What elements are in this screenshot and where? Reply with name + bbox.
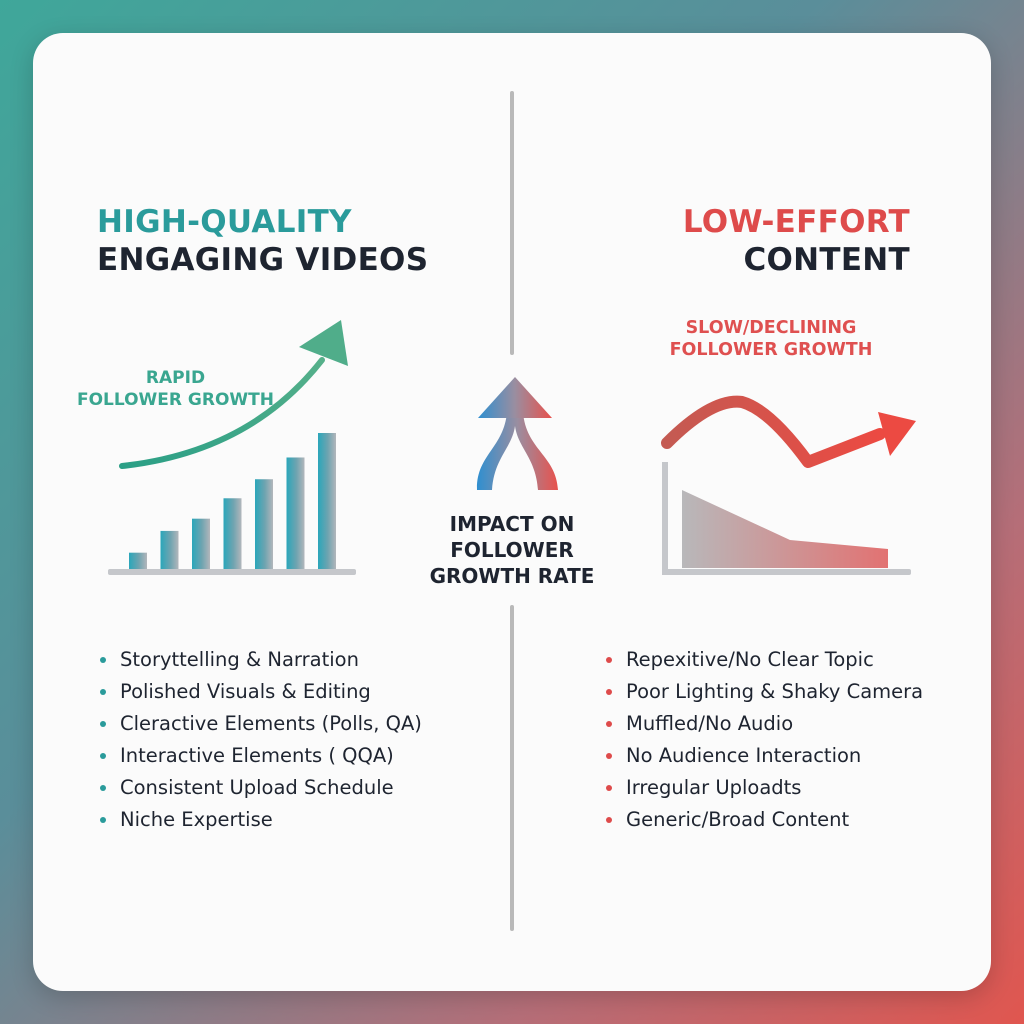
- list-item: Repexitive/No Clear Topic: [604, 644, 923, 676]
- declining-area-chart: [662, 462, 911, 575]
- growth-bar: [160, 530, 179, 569]
- low-effort-list: Repexitive/No Clear Topic Poor Lighting …: [604, 644, 923, 836]
- bullet-icon: [606, 689, 612, 695]
- list-item-text: Cleractive Elements (Polls, QA): [120, 712, 422, 735]
- growth-bar-chart: [129, 433, 336, 569]
- bar-chart-baseline: [108, 569, 356, 575]
- growth-bar: [255, 479, 273, 569]
- growth-bar: [129, 552, 147, 569]
- bullet-icon: [100, 785, 106, 791]
- bullet-icon: [100, 753, 106, 759]
- list-item: Consistent Upload Schedule: [98, 772, 422, 804]
- slow-growth-label: SLOW/DECLINING FOLLOWER GROWTH: [640, 317, 902, 361]
- bullet-icon: [606, 657, 612, 663]
- list-item: Niche Expertise: [98, 804, 422, 836]
- list-item-text: Polished Visuals & Editing: [120, 680, 371, 703]
- slow-growth-line2: FOLLOWER GROWTH: [669, 340, 873, 360]
- list-item: Poor Lighting & Shaky Camera: [604, 676, 923, 708]
- declining-growth-arrow-icon: [661, 395, 916, 468]
- slow-growth-line1: SLOW/DECLINING: [685, 318, 857, 338]
- high-quality-list: Storyttelling & Narration Polished Visua…: [98, 644, 422, 836]
- center-divider-top: [510, 91, 514, 355]
- list-item: No Audience Interaction: [604, 740, 923, 772]
- growth-bar: [223, 498, 242, 569]
- bullet-icon: [606, 785, 612, 791]
- right-heading: LOW-EFFORT CONTENT: [683, 203, 910, 279]
- list-item-text: Poor Lighting & Shaky Camera: [626, 680, 924, 703]
- list-item-text: Niche Expertise: [120, 808, 273, 831]
- rapid-growth-arrow-icon: [119, 320, 348, 469]
- left-heading-line2: ENGAGING VIDEOS: [97, 242, 429, 278]
- bullet-icon: [606, 753, 612, 759]
- bullet-icon: [606, 817, 612, 823]
- bullet-icon: [100, 689, 106, 695]
- left-heading-line1: HIGH-QUALITY: [97, 204, 352, 240]
- list-item: Polished Visuals & Editing: [98, 676, 422, 708]
- rapid-growth-label: RAPID FOLLOWER GROWTH: [63, 367, 288, 411]
- list-item: Generic/Broad Content: [604, 804, 923, 836]
- growth-bar: [286, 457, 305, 569]
- bullet-icon: [100, 817, 106, 823]
- impact-arrow-icon: [476, 377, 558, 490]
- list-item: Cleractive Elements (Polls, QA): [98, 708, 422, 740]
- rapid-growth-line1: RAPID: [145, 368, 206, 388]
- list-item: Irregular Uploadts: [604, 772, 923, 804]
- growth-bar: [318, 433, 336, 569]
- rapid-growth-line2: FOLLOWER GROWTH: [76, 390, 275, 410]
- list-item-text: Interactive Elements ( QQA): [120, 744, 394, 767]
- list-item: Interactive Elements ( QQA): [98, 740, 422, 772]
- list-item: Storyttelling & Narration: [98, 644, 422, 676]
- bullet-icon: [100, 721, 106, 727]
- growth-bar: [192, 518, 210, 569]
- list-item-text: Generic/Broad Content: [626, 808, 850, 831]
- impact-label-line1: IMPACT ON: [449, 512, 575, 536]
- list-item-text: No Audience Interaction: [626, 744, 862, 767]
- right-heading-line2: CONTENT: [743, 242, 910, 278]
- bullet-icon: [100, 657, 106, 663]
- impact-label: IMPACT ON FOLLOWER GROWTH RATE: [418, 511, 606, 589]
- right-heading-line1: LOW-EFFORT: [682, 204, 910, 240]
- center-divider-bottom: [510, 605, 514, 931]
- impact-label-line3: GROWTH RATE: [429, 564, 595, 588]
- list-item-text: Consistent Upload Schedule: [120, 776, 394, 799]
- impact-label-line2: FOLLOWER: [450, 538, 574, 562]
- bullet-icon: [606, 721, 612, 727]
- list-item: Muffled/No Audio: [604, 708, 923, 740]
- list-item-text: Repexitive/No Clear Topic: [626, 648, 874, 671]
- left-heading: HIGH-QUALITY ENGAGING VIDEOS: [97, 203, 428, 279]
- list-item-text: Storyttelling & Narration: [120, 648, 359, 671]
- list-item-text: Muffled/No Audio: [626, 712, 794, 735]
- list-item-text: Irregular Uploadts: [626, 776, 802, 799]
